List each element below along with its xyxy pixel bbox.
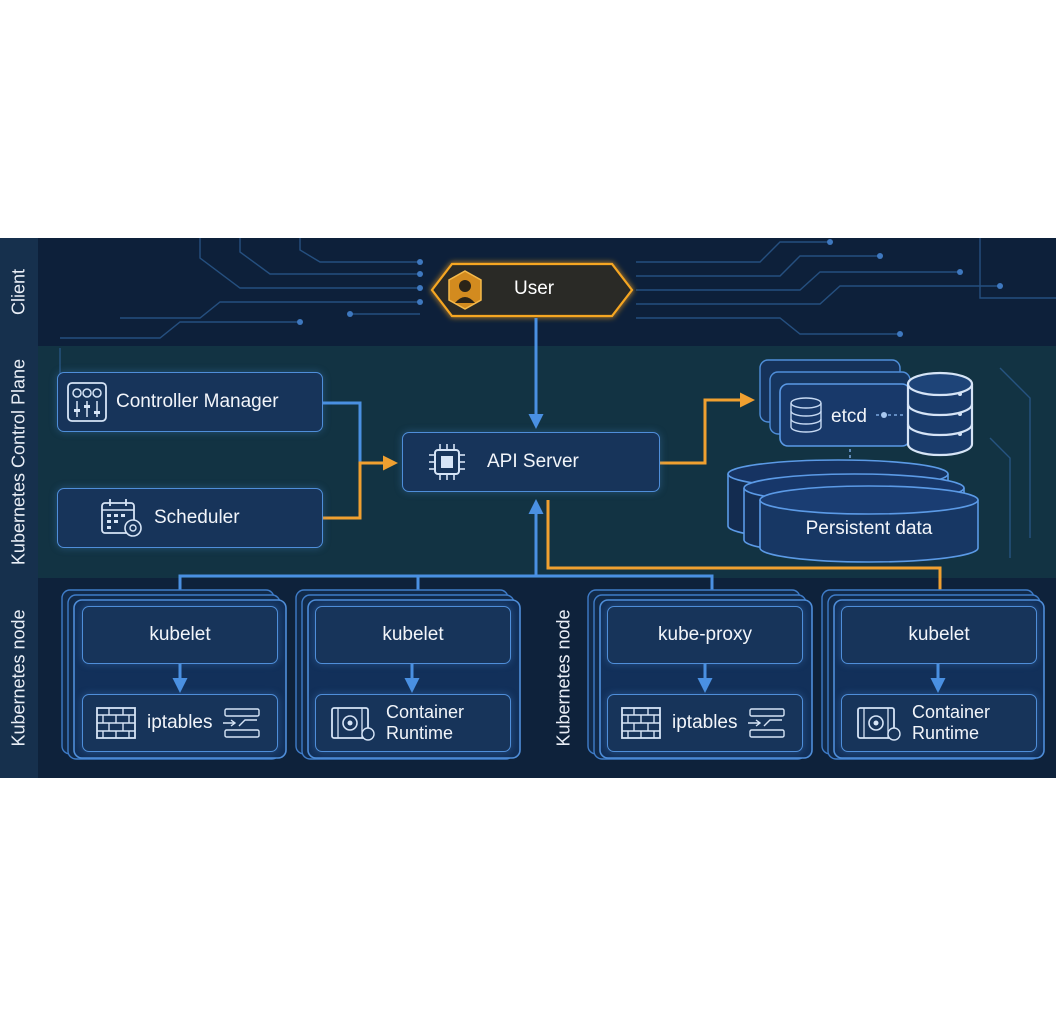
right-pod1-kube-proxy-label: kube-proxy bbox=[658, 624, 752, 645]
lane-control-plane: Kubernetes Control Plane bbox=[0, 346, 38, 578]
scheduler-label: Scheduler bbox=[154, 507, 240, 528]
database-icon bbox=[906, 371, 974, 457]
persistent-data-label: Persistent data bbox=[805, 518, 933, 539]
container-gear-icon bbox=[857, 707, 901, 741]
controller-manager-label: Controller Manager bbox=[116, 391, 279, 412]
api-server-box[interactable]: API Server bbox=[402, 432, 660, 492]
lane-client-label: Client bbox=[8, 268, 29, 316]
left-pod1-iptables-label: iptables bbox=[147, 712, 213, 733]
cpu-chip-icon bbox=[429, 444, 465, 480]
etcd-connector-dot bbox=[881, 412, 887, 418]
etcd-small-db-icon bbox=[790, 397, 822, 433]
user-node[interactable]: User bbox=[432, 264, 632, 316]
left-pod2-kubelet-box[interactable]: kubelet bbox=[315, 606, 511, 664]
left-pod1-iptables-box[interactable]: iptables bbox=[82, 694, 278, 752]
right-pod2-container-runtime-box[interactable]: Container Runtime bbox=[841, 694, 1037, 752]
left-pod1-kubelet-label: kubelet bbox=[149, 624, 211, 645]
left-pod2-runtime-text: Container Runtime bbox=[386, 702, 464, 744]
left-pod2-kubelet-label: kubelet bbox=[382, 624, 444, 645]
container-gear-icon bbox=[331, 707, 375, 741]
right-pod2-runtime-line1: Container bbox=[912, 702, 991, 722]
lane-client: Client bbox=[0, 238, 38, 346]
firewall-icon bbox=[621, 707, 661, 739]
lane-node-left-label: Kubernetes node bbox=[8, 609, 29, 747]
network-switch-icon bbox=[747, 708, 785, 738]
controller-manager-box[interactable]: Controller Manager bbox=[57, 372, 323, 432]
persistent-data-cylinders bbox=[727, 459, 979, 563]
left-pod2-runtime-line2: Runtime bbox=[386, 723, 454, 743]
controller-to-api-line bbox=[322, 401, 385, 465]
scheduler-box[interactable]: Scheduler bbox=[57, 488, 323, 548]
firewall-icon bbox=[96, 707, 136, 739]
scheduler-to-api-arrow bbox=[322, 455, 398, 520]
right-pod2-runtime-line2: Runtime bbox=[912, 723, 980, 743]
lane-node-right: Kubernetes node bbox=[545, 582, 583, 774]
calendar-gear-icon bbox=[101, 499, 142, 537]
sliders-icon bbox=[67, 382, 107, 422]
right-pod2-kubelet-label: kubelet bbox=[908, 624, 970, 645]
right-pod1-iptables-label: iptables bbox=[672, 712, 738, 733]
lane-node-right-label: Kubernetes node bbox=[553, 609, 574, 747]
network-switch-icon bbox=[222, 708, 260, 738]
kubernetes-architecture-diagram: Client Kubernetes Control Plane Kubernet… bbox=[0, 238, 1056, 778]
user-avatar-icon bbox=[448, 270, 482, 310]
right-pod2-kubelet-box[interactable]: kubelet bbox=[841, 606, 1037, 664]
api-to-etcd-arrow bbox=[660, 392, 755, 465]
etcd-label: etcd bbox=[831, 406, 867, 427]
lane-control-plane-label: Kubernetes Control Plane bbox=[8, 358, 29, 566]
right-pod2-runtime-text: Container Runtime bbox=[912, 702, 990, 744]
lane-node-left: Kubernetes node bbox=[0, 578, 38, 778]
right-pod1-iptables-box[interactable]: iptables bbox=[607, 694, 803, 752]
left-pod1-kubelet-box[interactable]: kubelet bbox=[82, 606, 278, 664]
api-to-right-kubelet-line bbox=[546, 500, 942, 608]
circuit-nodes bbox=[297, 239, 1003, 337]
left-pod2-runtime-line1: Container bbox=[386, 702, 465, 722]
api-server-label: API Server bbox=[487, 451, 579, 472]
user-label: User bbox=[514, 278, 555, 299]
circuit-traces bbox=[59, 238, 1056, 558]
left-pod2-container-runtime-box[interactable]: Container Runtime bbox=[315, 694, 511, 752]
right-pod1-kube-proxy-box[interactable]: kube-proxy bbox=[607, 606, 803, 664]
user-hexagon bbox=[430, 262, 634, 318]
